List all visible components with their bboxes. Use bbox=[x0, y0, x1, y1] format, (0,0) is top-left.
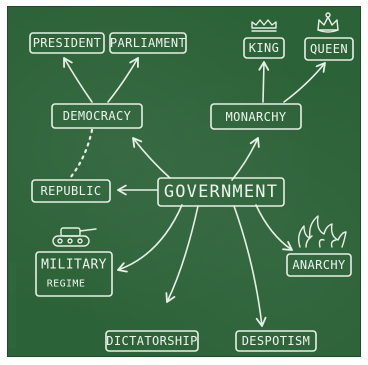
tank-icon bbox=[52, 227, 97, 247]
edge-government-monarchy bbox=[231, 137, 260, 181]
edge-democracy-parliament bbox=[107, 57, 139, 103]
node-parliament: PARLIAMENT bbox=[109, 32, 187, 54]
node-monarchy-label: MONARCHY bbox=[226, 110, 287, 124]
node-dictatorship: DICTATORSHIP bbox=[105, 330, 199, 352]
node-parliament-label: PARLIAMENT bbox=[110, 36, 186, 50]
node-president-label: PRESIDENT bbox=[33, 36, 102, 50]
watermark-strip bbox=[9, 262, 16, 348]
edge-government-anarchy bbox=[255, 204, 293, 251]
node-democracy: DEMOCRACY bbox=[51, 103, 143, 129]
crown-icon bbox=[317, 12, 339, 33]
node-military-label: MILITARY bbox=[41, 258, 107, 273]
node-queen: QUEEN bbox=[304, 37, 354, 61]
edge-monarchy-queen bbox=[283, 62, 326, 103]
crown-icon bbox=[251, 19, 277, 32]
node-democracy-label: DEMOCRACY bbox=[63, 109, 132, 123]
edge-government-dictatorship bbox=[165, 205, 199, 303]
fire-icon bbox=[297, 215, 347, 248]
node-republic-label: REPUBLIC bbox=[41, 184, 102, 198]
node-queen-label: QUEEN bbox=[310, 42, 348, 56]
edge-government-democracy bbox=[132, 137, 171, 179]
node-government: GOVERNMENT bbox=[157, 177, 285, 207]
node-president: PRESIDENT bbox=[29, 32, 105, 54]
edge-democracy-republic-dotted bbox=[68, 128, 94, 180]
edges bbox=[63, 57, 326, 327]
edge-democracy-president bbox=[63, 57, 93, 103]
node-despotism: DESPOTISM bbox=[235, 330, 317, 352]
edge-monarchy-king bbox=[258, 61, 270, 103]
node-king: KING bbox=[243, 37, 285, 59]
node-king-label: KING bbox=[249, 41, 280, 55]
node-anarchy-label: ANARCHY bbox=[292, 258, 346, 272]
node-republic: REPUBLIC bbox=[31, 179, 111, 203]
node-dictatorship-label: DICTATORSHIP bbox=[106, 334, 198, 348]
node-regime-label: REGIME bbox=[47, 279, 86, 290]
edge-government-despotism bbox=[233, 205, 267, 327]
node-despotism-label: DESPOTISM bbox=[242, 334, 311, 348]
node-monarchy: MONARCHY bbox=[210, 103, 302, 130]
node-government-label: GOVERNMENT bbox=[164, 182, 278, 202]
node-anarchy: ANARCHY bbox=[286, 253, 352, 277]
edge-government-military bbox=[117, 204, 183, 273]
node-military-regime: MILITARY REGIME bbox=[35, 251, 113, 297]
